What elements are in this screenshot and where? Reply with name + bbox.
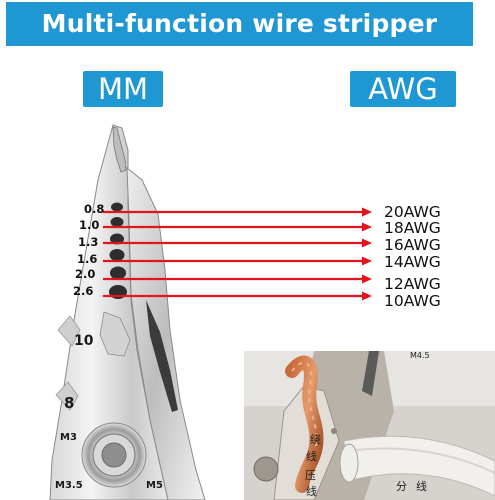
inset-char: 线: [306, 485, 317, 498]
tool-mark-m35: M3.5: [55, 480, 83, 491]
size-arrows: [103, 207, 372, 301]
inset-photo: M4.5 绕 线 压 线 分 线: [244, 351, 495, 500]
tool-mark-8: 8: [64, 394, 75, 412]
mm-label: 2.0: [75, 267, 96, 281]
inset-char: 线: [416, 480, 427, 493]
stripping-holes: [109, 202, 127, 299]
awg-tag: AWG: [350, 71, 456, 107]
awg-label: 18AWG: [384, 219, 441, 237]
mm-label: 2.6: [73, 284, 94, 298]
inset-char: 分: [396, 480, 407, 493]
mm-label: 0.8: [84, 202, 105, 216]
tool-mark-m5: M5: [146, 480, 163, 491]
inset-char: 绕: [310, 433, 321, 446]
pivot-screw: [81, 422, 147, 488]
awg-label: 14AWG: [384, 253, 441, 271]
inset-mark-m45: M4.5: [410, 351, 430, 360]
mm-label: 1.6: [77, 252, 98, 266]
inset-illustration: [244, 351, 495, 500]
mm-label: 1.3: [78, 235, 99, 249]
awg-label: 12AWG: [384, 275, 441, 293]
tool-mark-10: 10: [74, 333, 94, 349]
mm-label: 1.0: [79, 218, 100, 232]
inset-char: 压: [305, 469, 316, 482]
tool-mark-m3: M3: [60, 432, 77, 443]
copper-wire: [285, 355, 324, 493]
inset-char: 线: [306, 450, 317, 463]
awg-label: 20AWG: [384, 203, 441, 221]
right-jaw: [126, 166, 206, 500]
awg-label: 10AWG: [384, 292, 441, 310]
serrated-nose: [112, 126, 127, 173]
awg-label: 16AWG: [384, 236, 441, 254]
mm-tag: MM: [83, 71, 163, 107]
title-banner: Multi-function wire stripper: [6, 2, 473, 46]
